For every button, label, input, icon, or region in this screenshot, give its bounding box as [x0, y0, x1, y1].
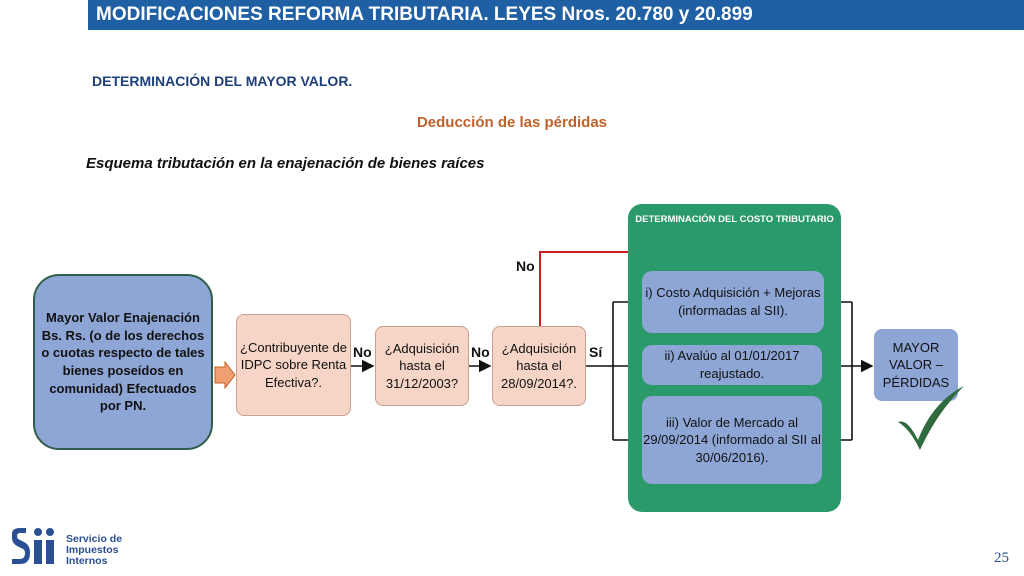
question-adquisicion-2014: ¿Adquisición hasta el 28/09/2014?.: [492, 326, 586, 406]
logo-line-2: Impuestos: [66, 544, 119, 557]
label-no-2: No: [471, 344, 490, 360]
page-title: MODIFICACIONES REFORMA TRIBUTARIA. LEYES…: [96, 4, 753, 25]
option-avaluo: ii) Avalúo al 01/01/2017 reajustado.: [642, 345, 822, 385]
question-adquisicion-2003: ¿Adquisición hasta el 31/12/2003?: [375, 326, 469, 406]
label-no-1: No: [353, 344, 372, 360]
cost-panel-title: DETERMINACIÓN DEL COSTO TRIBUTARIO: [635, 214, 834, 225]
sii-logo-icon: [12, 528, 54, 564]
logo-line-3: Internos: [66, 555, 108, 568]
label-no-3: No: [516, 258, 535, 274]
start-box: Mayor Valor Enajenación Bs. Rs. (o de lo…: [33, 274, 213, 450]
logo-text: Servicio de Impuestos Internos: [66, 533, 123, 568]
block-arrow-icon: [214, 361, 236, 389]
subtitle: Deducción de las pérdidas: [416, 114, 608, 131]
checkmark-icon: [898, 386, 964, 450]
header-bar: [88, 0, 1024, 30]
result-box: MAYOR VALOR – PÉRDIDAS: [874, 329, 958, 401]
diagram-title: Esquema tributación en la enajenación de…: [86, 155, 485, 172]
question-contribuyente: ¿Contribuyente de IDPC sobre Renta Efect…: [236, 314, 351, 416]
option-valor-mercado: iii) Valor de Mercado al 29/09/2014 (inf…: [642, 396, 822, 484]
option-costo-adquisicion: i) Costo Adquisición + Mejoras (informad…: [642, 271, 824, 333]
logo-line-1: Servicio de: [66, 533, 123, 545]
section-title: DETERMINACIÓN DEL MAYOR VALOR.: [92, 73, 353, 89]
label-si: Sí: [589, 344, 603, 360]
page-number: 25: [994, 550, 1009, 566]
